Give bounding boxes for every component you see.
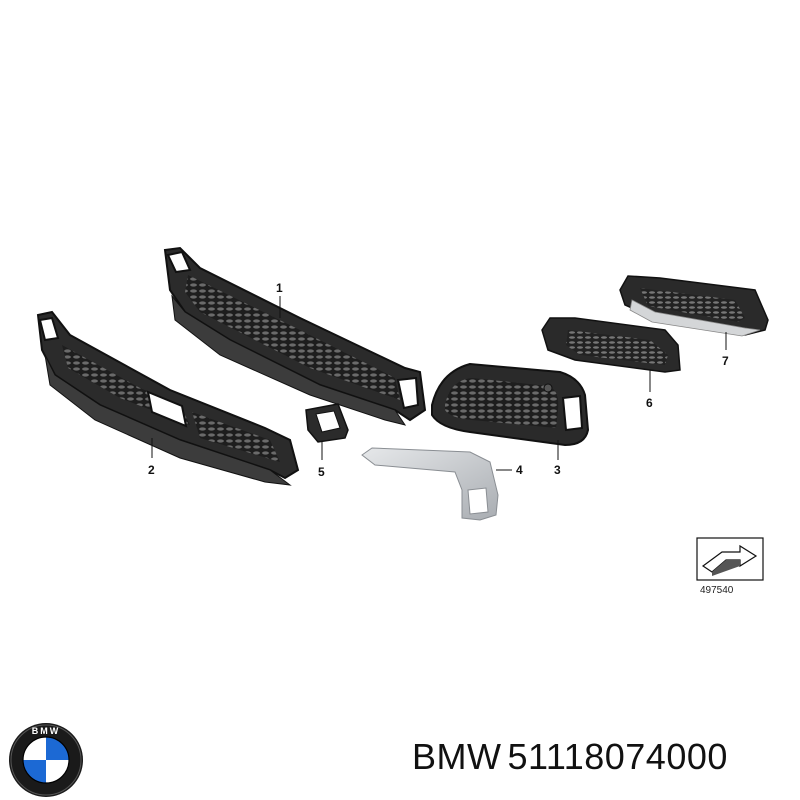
leader-lines [151, 296, 727, 471]
reference-arrow-icon [712, 560, 740, 576]
brand-name: BMW [412, 736, 502, 777]
reference-code: 497540 [700, 585, 734, 596]
callout-6: 6 [646, 396, 653, 410]
callout-4: 4 [516, 463, 523, 477]
part-2-lower-grille [36, 310, 300, 486]
callout-3: 3 [554, 463, 561, 477]
part-5-bracket [305, 403, 349, 443]
callout-1: 1 [276, 281, 283, 295]
part-number: 51118074000 [507, 736, 728, 777]
part-4-trim-strip [361, 447, 499, 521]
part-3-side-grille [431, 362, 590, 447]
reference-box [696, 537, 764, 581]
part-1-centre-grille [163, 246, 427, 426]
bmw-logo: BMW [9, 723, 83, 797]
logo-lettering: BMW [32, 726, 61, 736]
callout-7: 7 [722, 354, 729, 368]
callout-2: 2 [148, 463, 155, 477]
part-6-grille-insert [541, 317, 681, 373]
callout-5: 5 [318, 465, 325, 479]
part-7-frame [619, 275, 769, 337]
